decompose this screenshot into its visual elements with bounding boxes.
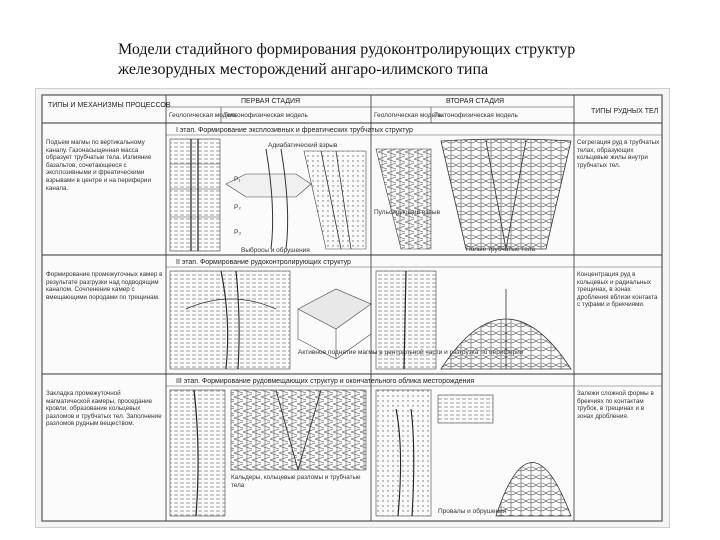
stage-2-process-text: Формирование промежуточных камер в резул…: [46, 271, 163, 301]
svg-text:P₁: P₁: [234, 176, 241, 183]
svg-text:P₂: P₂: [234, 204, 241, 211]
svg-text:Провалы и обрушения: Провалы и обрушения: [438, 507, 507, 515]
stage-1-tectonophysical-model: Адиабатический взрыв P₁ P₂ P₃ Выбросы и …: [225, 141, 367, 254]
stage-3-second-tectonophysical: Провалы и обрушения: [437, 394, 572, 517]
stage-3-title: III этап. Формирование рудовмещающих стр…: [176, 377, 474, 385]
stage-2-second-geologic: [375, 270, 437, 370]
stage-3-process-text: Закладка промежуточной магматической кам…: [46, 390, 162, 428]
svg-text:Пульсирующий взрыв: Пульсирующий взрыв: [374, 208, 441, 216]
stage-2-second-tectonophysical: [440, 289, 572, 370]
header-geo-model-2: Геологическая модель: [374, 112, 443, 119]
header-tect-model-2: Тектонофизическая модель: [434, 112, 519, 119]
stage-1-ore-text: Сегрегация руд в трубчатых телах, образу…: [577, 139, 660, 169]
header-geo-model-1: Геологическая модель: [169, 112, 238, 119]
svg-text:Адиабатический взрыв: Адиабатический взрыв: [268, 141, 338, 149]
diagram-canvas: ТИПЫ И МЕХАНИЗМЫ ПРОЦЕССОВ ПЕРВАЯ СТАДИЯ…: [41, 94, 663, 522]
header-second-stage: ВТОРАЯ СТАДИЯ: [446, 98, 504, 105]
stage-1-second-geologic: Пульсирующий взрыв: [374, 148, 441, 250]
stage-2-geologic-section: [169, 270, 291, 370]
title-line-2: железорудных месторождений ангаро-илимск…: [118, 61, 489, 78]
stage-3-ore-text: Залежи сложной формы в брекчиях по конта…: [577, 390, 654, 420]
stage-1-process-text: Подъем магмы по вертикальному каналу. Га…: [46, 139, 152, 192]
svg-text:P₃: P₃: [234, 229, 241, 236]
stage-3-geologic-section: [169, 389, 226, 517]
svg-text:Полые трубчатые тела: Полые трубчатые тела: [466, 245, 535, 253]
stage-2-title: II этап. Формирование рудоконтролирующих…: [176, 259, 351, 266]
stage-1-title: I этап. Формирование эксплозивных и фреа…: [176, 126, 413, 134]
slide-title: Модели стадийного формирования рудоконтр…: [118, 40, 678, 80]
header-tect-model-1: Тектонофизическая модель: [224, 112, 309, 119]
stage-3-second-geologic: [375, 389, 432, 517]
svg-text:Выбросы и обрушения: Выбросы и обрушения: [241, 246, 310, 254]
stage-1-geologic-section: [169, 138, 221, 252]
header-process-types: ТИПЫ И МЕХАНИЗМЫ ПРОЦЕССОВ: [48, 102, 171, 109]
title-line-1: Модели стадийного формирования рудоконтр…: [118, 41, 576, 58]
stage-3-tectonophysical-model: Кальдеры, кольцевые разломы и трубчатые …: [230, 389, 367, 489]
scanned-diagram-figure: ТИПЫ И МЕХАНИЗМЫ ПРОЦЕССОВ ПЕРВАЯ СТАДИЯ…: [35, 88, 670, 528]
header-ore-types: ТИПЫ РУДНЫХ ТЕЛ: [591, 108, 659, 115]
stage-1-second-tectonophysical: Полые трубчатые тела: [440, 138, 572, 253]
header-first-stage: ПЕРВАЯ СТАДИЯ: [241, 98, 300, 105]
stage-2-ore-text: Концентрация руд в кольцевых и радиальны…: [577, 271, 658, 309]
